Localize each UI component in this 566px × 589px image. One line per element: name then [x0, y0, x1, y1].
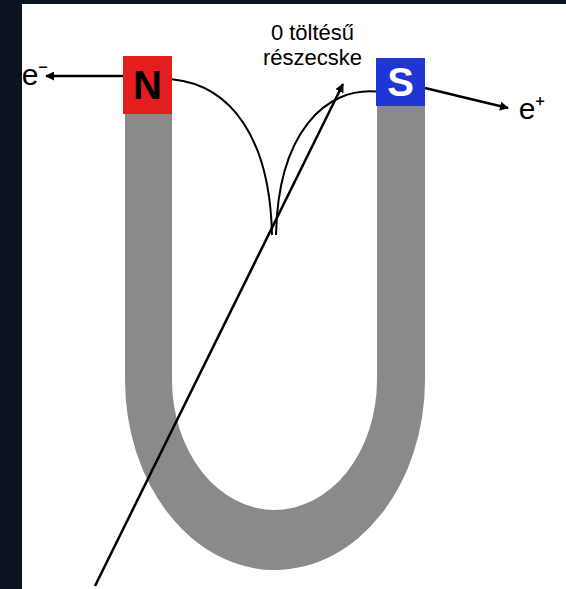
field-line: [172, 79, 376, 235]
horseshoe-magnet: [125, 100, 425, 570]
south-pole: S: [376, 58, 425, 106]
pole-letter: S: [387, 62, 414, 102]
positron-label: e⁺: [510, 92, 554, 127]
electron-label: e⁻: [18, 58, 52, 93]
particle-track: [95, 84, 343, 586]
particle-label: 0 töltésű részecske: [245, 20, 380, 71]
pole-letter: N: [133, 65, 162, 105]
north-pole: N: [123, 56, 172, 114]
positron-arrow: [425, 88, 508, 108]
electron-arrow: [46, 75, 123, 78]
